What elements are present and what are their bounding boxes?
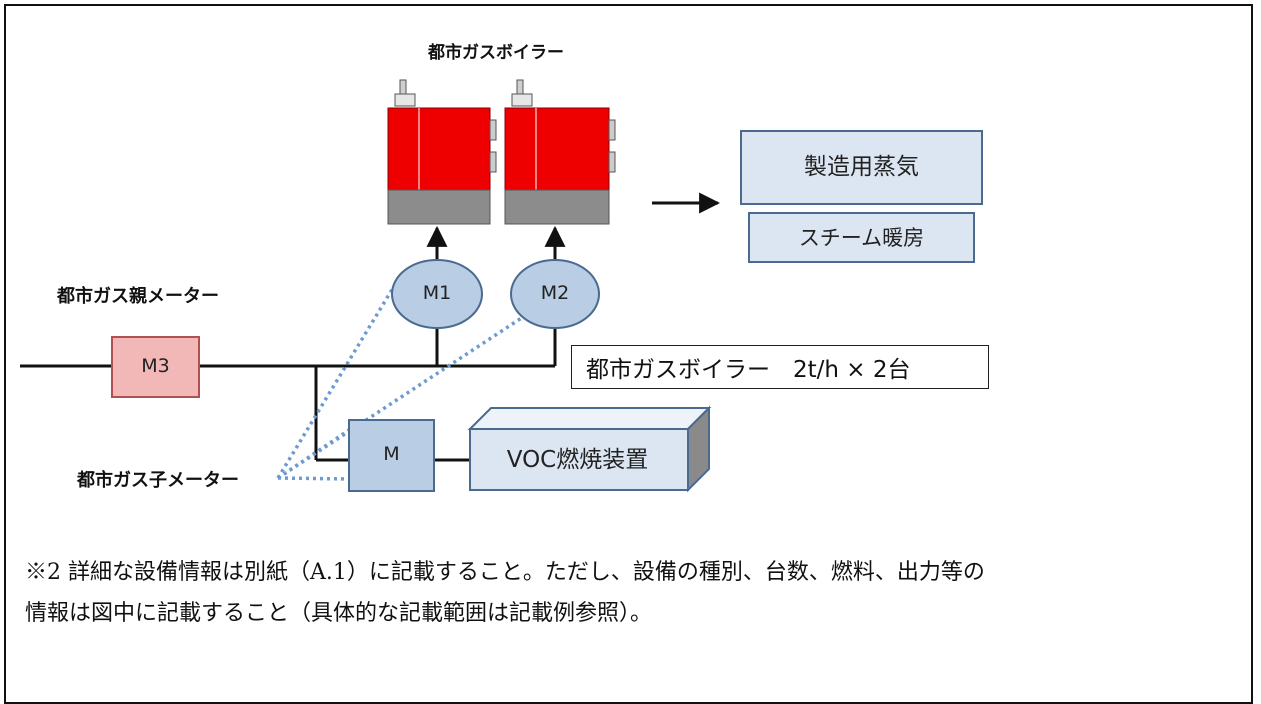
parent-meter-label: 都市ガス親メーター [57,286,219,307]
footnote-line-1: ※2 詳細な設備情報は別紙（A.1）に記載すること。ただし、設備の種別、台数、燃… [25,560,985,585]
m3-meter-box [111,336,200,398]
footnote-line-2: 情報は図中に記載すること（具体的な記載範囲は記載例参照）。 [25,601,653,626]
footnote: ※2 詳細な設備情報は別紙（A.1）に記載すること。ただし、設備の種別、台数、燃… [25,552,1240,634]
m-meter-label: M [383,443,400,465]
boiler-spec-box: 都市ガスボイラー 2t/h × 2台 [571,345,989,389]
m3-meter-label: M3 [141,355,170,377]
m-meter-box [348,419,435,492]
m2-meter-label: M2 [540,282,570,304]
steam-process-box [740,130,983,205]
voc-device-label: VOC燃焼装置 [506,447,649,473]
boiler-title-label: 都市ガスボイラー [428,43,564,63]
child-meter-dotted-lines [276,282,524,481]
m2-meter [510,259,600,329]
voc-box [467,405,712,493]
gas-boiler-1 [387,79,497,225]
steam-heating-label: スチーム暖房 [798,226,925,250]
steam-heating-box [748,212,975,263]
m1-meter [391,259,483,329]
steam-process-label: 製造用蒸気 [804,154,919,180]
gas-boiler-2 [504,79,616,225]
m1-meter-label: M1 [422,282,452,304]
child-meter-label: 都市ガス子メーター [77,470,239,491]
diagram-canvas [20,79,983,493]
